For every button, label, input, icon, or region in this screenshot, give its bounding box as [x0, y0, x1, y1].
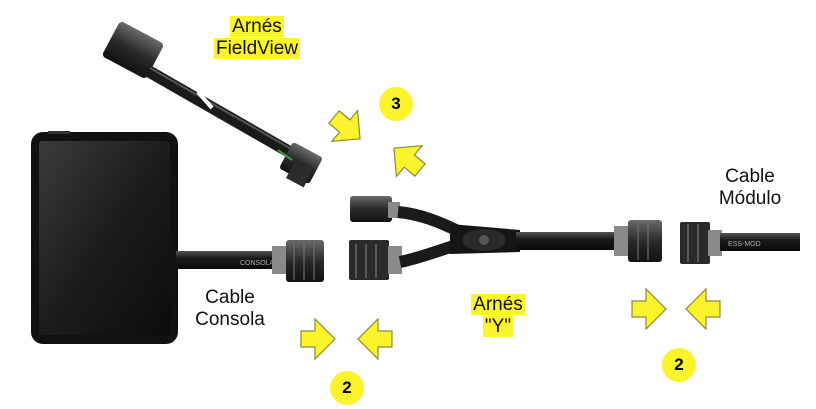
badge-step-2-right: 2: [662, 348, 696, 382]
label-console-cable: Cable Consola: [185, 287, 275, 331]
label-consola-line2: Consola: [195, 309, 265, 330]
label-y-line1: Arnés: [471, 294, 525, 315]
arrow-right-left-icon: [685, 288, 721, 330]
module-cable-print: ESS-MOD: [728, 241, 761, 248]
label-modulo-line1: Cable: [725, 166, 775, 187]
label-module-cable: Cable Módulo: [700, 166, 800, 210]
arrow-bottom-left-right-icon: [300, 318, 336, 360]
badge-step-3: 3: [379, 87, 413, 121]
arrow-top-left-up-icon: [380, 132, 434, 186]
console-cable: CONSOLA: [176, 251, 294, 269]
label-y-line2: "Y": [482, 316, 514, 337]
module-cable: ESS-MOD: [680, 222, 800, 264]
label-consola-line1: Cable: [205, 287, 255, 308]
console-tablet: [31, 131, 178, 344]
console-cable-print: CONSOLA: [240, 260, 275, 267]
label-modulo-line2: Módulo: [718, 188, 782, 209]
arrow-top-right-down-icon: [320, 101, 374, 155]
badge-step-2-left: 2: [330, 371, 364, 405]
fieldview-harness: [102, 22, 322, 188]
arrow-right-right-icon: [631, 288, 667, 330]
label-fieldview-line2: FieldView: [213, 38, 301, 59]
y-harness: [349, 196, 662, 280]
console-connector: [272, 240, 324, 282]
label-fieldview-harness: Arnés FieldView: [207, 16, 307, 60]
label-fieldview-line1: Arnés: [230, 16, 284, 37]
arrow-bottom-left-left-icon: [357, 318, 393, 360]
label-y-harness: Arnés "Y": [458, 294, 538, 338]
